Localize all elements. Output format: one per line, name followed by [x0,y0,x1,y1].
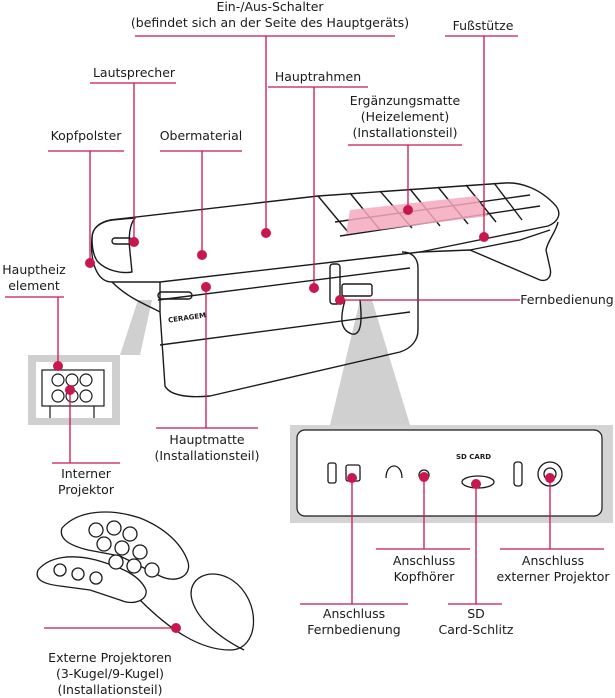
left-zoom-wedge [120,300,152,355]
massage-bed [90,182,560,398]
external-projectors-art [36,511,255,651]
label-top-material: Obermaterial [159,128,243,143]
label-main-frame: Hauptrahmen [274,69,362,84]
sd-card-text: SD CARD [456,453,492,461]
callout-dots [53,205,555,633]
connector-panel [296,429,603,517]
label-supplement-mat: Ergänzungsmatte(Heizelement)(Installatio… [349,93,461,140]
label-remote: Fernbedienung [520,292,614,307]
label-speaker: Lautsprecher [92,65,176,80]
right-zoom-wedge [330,300,410,425]
label-head-pad: Kopfpolster [50,128,122,143]
label-power-switch: Ein-/Aus-Schalter(befindet sich an der S… [130,0,410,30]
label-footrest: Fußstütze [452,18,514,33]
label-main-mat: Hauptmatte(Installationsteil) [154,432,260,463]
label-external-projectors: Externe Projektoren(3-Kugel/9-Kugel)(Ins… [48,650,172,697]
supplement-mat-highlight [346,196,488,234]
